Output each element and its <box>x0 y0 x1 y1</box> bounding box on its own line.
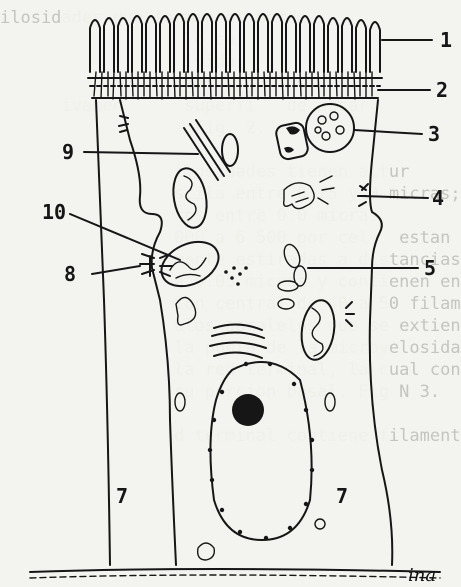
label-terminal-web: 2 <box>436 80 448 100</box>
label-microvilli: 1 <box>440 30 452 50</box>
label-mitochondrion: 10 <box>42 202 66 222</box>
label-lysosomes: 4 <box>432 188 444 208</box>
label-small-vesicles: 5 <box>424 258 436 278</box>
label-filaments: 9 <box>62 142 74 162</box>
label-cell-right: 7 <box>336 486 348 506</box>
label-cell-left: 7 <box>116 486 128 506</box>
cut-off-word: ina <box>408 566 436 586</box>
label-vesicles: 3 <box>428 124 440 144</box>
label-desmosome: 8 <box>64 264 76 284</box>
